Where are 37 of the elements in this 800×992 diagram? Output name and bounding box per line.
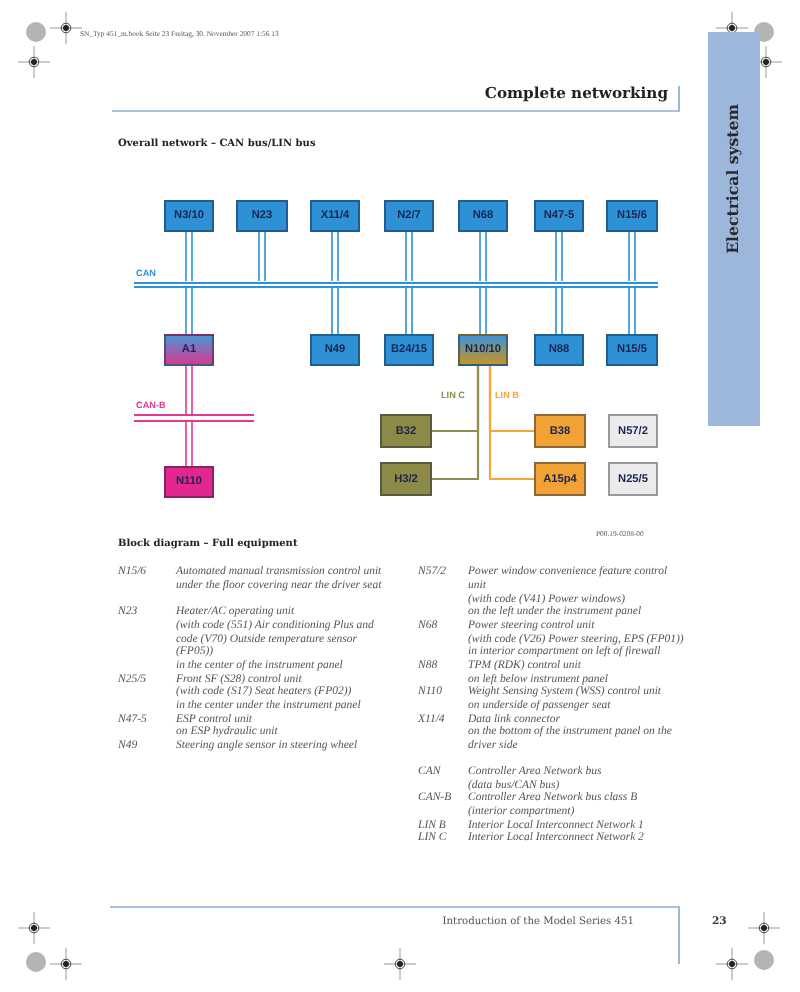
module-box: [458, 334, 508, 366]
connector-line: [405, 231, 413, 282]
module-box: [534, 334, 584, 366]
connector-line: [628, 231, 636, 282]
module-box: [164, 334, 214, 366]
connector-line: [331, 286, 339, 335]
module-box: [534, 414, 586, 448]
module-box: [164, 200, 214, 232]
module-box: [380, 414, 432, 448]
connector-line: [258, 231, 266, 282]
connector-line: [185, 421, 193, 467]
module-box: [534, 462, 586, 496]
module-box: [606, 334, 658, 366]
connector-line: [488, 366, 534, 481]
connector-line: [432, 366, 480, 481]
module-box: [608, 462, 658, 496]
module-box: [606, 200, 658, 232]
module-box: [164, 466, 214, 498]
connector-line: [185, 365, 193, 416]
module-box: [458, 200, 508, 232]
module-box: [534, 200, 584, 232]
module-box: [310, 334, 360, 366]
module-box: [380, 462, 432, 496]
connector-line: [479, 286, 487, 335]
connector-line: [628, 286, 636, 335]
connector-line: [555, 286, 563, 335]
module-box: [310, 200, 360, 232]
module-box: [608, 414, 658, 448]
connector-line: [479, 231, 487, 282]
connector-line: [185, 286, 193, 335]
connector-line: [555, 231, 563, 282]
connector-line: [331, 231, 339, 282]
connector-line: [185, 231, 193, 282]
connector-line: [405, 286, 413, 335]
module-box: [384, 334, 434, 366]
module-box: [236, 200, 288, 232]
module-box: [384, 200, 434, 232]
